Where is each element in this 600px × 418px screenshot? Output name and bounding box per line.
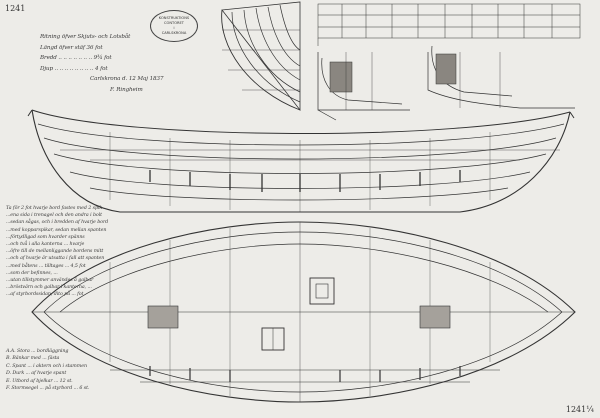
note-line: ...och af hvarje är utsatta i fall att s… (6, 256, 105, 262)
scale-grid (317, 3, 581, 46)
note-line: E. Utbord af bjelkar ... 12 st. (6, 378, 73, 384)
note-line: Ta för 2 fot hvarje bord fastes med 2 sp… (6, 206, 103, 211)
stamp-line: CARLSKRONA (161, 31, 187, 35)
stern-detail (317, 52, 410, 121)
note-line: F. Stormsegel ... på styrbord ... 6 st. (6, 386, 90, 392)
title-line: Längd öfver stäf 36 fot (40, 44, 103, 51)
note-line: ...utan tillstymmer användes å galbar (6, 278, 94, 284)
signature: F. Ringheim (110, 86, 143, 93)
stamp-line: i (173, 26, 175, 30)
note-line: ...bröstvärn och galbar i kanterna, ... (6, 285, 92, 291)
note-line: ...ena sida i trenagel och den andra i b… (6, 213, 102, 219)
left-notes: Ta för 2 fot hvarje bord fastes med 2 sp… (6, 205, 108, 299)
bow-detail (427, 45, 575, 109)
note-line: ...som der befinnes, ... (6, 270, 58, 276)
note-line: ...med båtens ... tilltages ... 4,5 fot (6, 263, 86, 269)
note-line: A.A. Stora ... bordläggning (6, 349, 69, 354)
stamp-line: KONSTRUKTIONS (158, 16, 190, 20)
note-line: ...sedan sågas, och i bredden af hvarje … (6, 220, 109, 226)
note-line: ...och två i alla kanterna ... hvarje (6, 242, 85, 248)
title-line: Carlskrona d. 12 Maj 1837 (90, 76, 164, 82)
body-plan (221, 1, 301, 112)
note-line: D. Durk ... af hvarje spant (6, 371, 67, 377)
note-line: ...med kopparspikar, sedan mellan spante… (6, 227, 107, 233)
title-line: Djup .. .. .. .. .. .. .. .. 4 fot (40, 65, 108, 72)
catalog-number-bottom: 1241¼ (565, 405, 594, 414)
note-line: ...öfre till de mellanliggande bordens m… (6, 249, 104, 255)
title-block: Ritning öfver Skjuts- och Lotsbåt Längd … (40, 32, 164, 95)
half-breadth-plan (31, 221, 576, 403)
note-line: ...af styrbordssidan, dito på ... fot (6, 292, 84, 298)
catalog-number-top: 1241 (5, 4, 26, 13)
note-line: C. Spant ... i aktern och i stammen (6, 363, 87, 369)
stamp-line: CONTORET (163, 21, 184, 25)
note-line: B. Bänkar med ... fästa (6, 356, 60, 362)
note-line: ...förtydligad som hvarder spänns (6, 234, 85, 240)
sheer-plan (27, 109, 575, 213)
title-line: Bredd .. .. .. .. .. .. .. 9¾ fot (40, 55, 112, 61)
title-line: Ritning öfver Skjuts- och Lotsbåt (40, 34, 131, 40)
archive-stamp: KONSTRUKTIONS CONTORET i CARLSKRONA (150, 10, 198, 42)
bottom-notes: A.A. Stora ... bordläggning B. Bänkar me… (6, 348, 89, 392)
